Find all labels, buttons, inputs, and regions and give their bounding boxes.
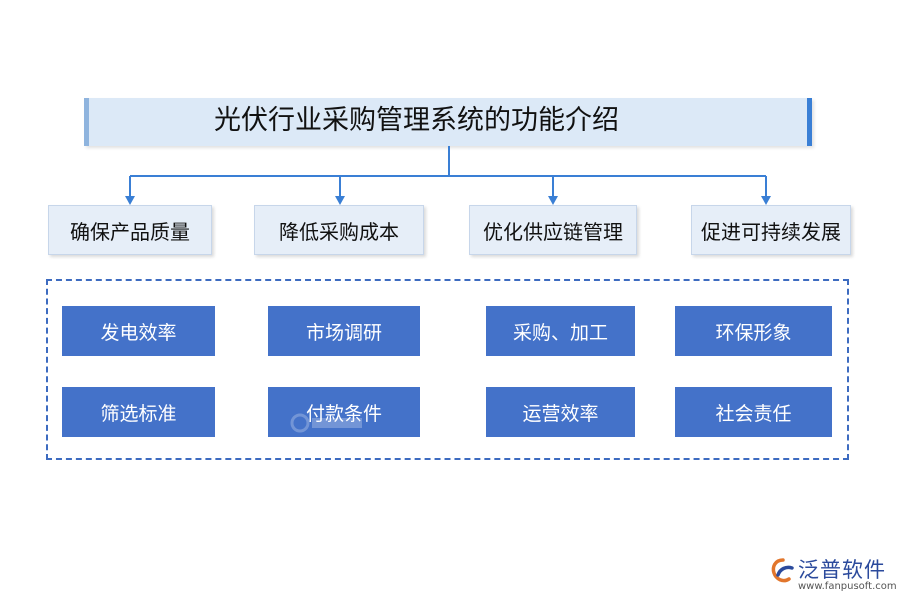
category-box-quality: 确保产品质量 [48, 205, 212, 255]
item-box: 发电效率 [62, 306, 215, 356]
item-label: 市场调研 [305, 321, 382, 344]
brand-logo: 泛普软件 www.fanpusoft.com [770, 553, 897, 595]
item-label: 采购、加工 [512, 321, 608, 344]
item-label: 筛选标准 [100, 402, 177, 425]
watermark-logo-icon [290, 413, 362, 433]
item-box: 社会责任 [675, 387, 832, 437]
category-box-cost: 降低采购成本 [254, 205, 424, 255]
brand-name: 泛普软件 [798, 558, 886, 582]
item-label: 发电效率 [100, 321, 177, 344]
category-box-sustainability: 促进可持续发展 [691, 205, 851, 255]
category-label: 促进可持续发展 [701, 219, 841, 244]
brand-swirl-icon [771, 558, 794, 583]
item-box: 环保形象 [675, 306, 832, 356]
diagram-title-box: 光伏行业采购管理系统的功能介绍 [84, 98, 812, 146]
category-label: 降低采购成本 [279, 219, 399, 244]
arrowhead-3 [548, 196, 558, 205]
category-label: 确保产品质量 [70, 219, 190, 244]
item-box: 市场调研 [268, 306, 420, 356]
arrowhead-2 [335, 196, 345, 205]
item-box: 采购、加工 [486, 306, 635, 356]
brand-url: www.fanpusoft.com [798, 581, 897, 592]
diagram-title: 光伏行业采购管理系统的功能介绍 [214, 105, 619, 136]
item-label: 付款条件 [305, 402, 382, 425]
arrowhead-4 [761, 196, 771, 205]
arrowhead-1 [125, 196, 135, 205]
item-label: 环保形象 [715, 321, 792, 344]
item-box: 筛选标准 [62, 387, 215, 437]
detail-items-frame [46, 279, 849, 460]
category-box-supply-chain: 优化供应链管理 [469, 205, 637, 255]
item-label: 运营效率 [522, 402, 599, 425]
item-box: 付款条件 [268, 387, 420, 437]
item-label: 社会责任 [715, 402, 792, 425]
item-box: 运营效率 [486, 387, 635, 437]
category-label: 优化供应链管理 [483, 219, 623, 244]
